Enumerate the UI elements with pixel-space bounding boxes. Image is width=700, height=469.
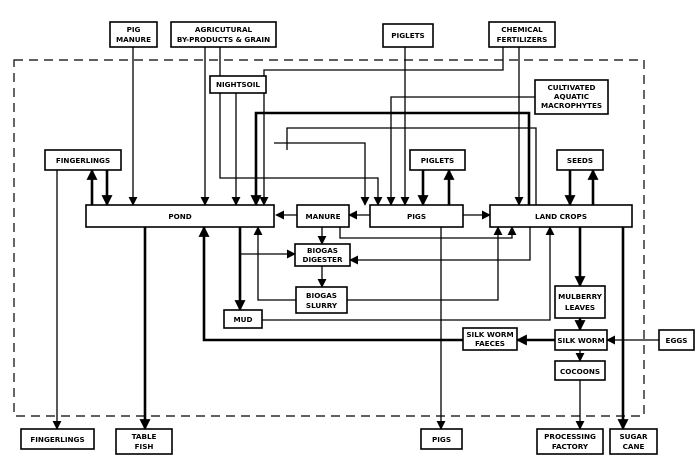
node-eggs: EGGS [658,329,695,351]
flow-landcrops-loop [286,127,537,205]
node-digester-label-1: BIOGAS [307,246,338,255]
node-chemical-fertilizers: CHEMICAL FERTILIZERS [488,21,556,48]
node-piglets-mid: PIGLETS [409,149,466,171]
flow-macrophytes-to-pigs [386,96,535,206]
node-land-crops: LAND CROPS [489,204,633,228]
node-macro-label-1: CULTIVATED [548,83,596,92]
node-pond: POND [85,204,275,228]
node-pigs-output-label: PIGS [432,435,451,444]
node-landcrops-label: LAND CROPS [535,212,587,221]
node-mulberry-leaves: MULBERRY LEAVES [554,285,606,319]
node-silkworm-faeces: SILK WORM FAECES [462,327,518,351]
node-agricultural-byproducts: AGRICUTURAL BY-PRODUCTS & GRAIN [170,21,277,48]
flow-landcrops-to-digester [349,227,531,265]
flow-slurry-to-landcrops [347,226,503,301]
flow-arrows [52,47,659,431]
flow-pond-to-pigs [274,142,370,206]
node-macro-label-3: MACROPHYTES [541,101,602,110]
node-slurry-label-1: BIOGAS [306,291,337,300]
node-sugar-label-2: CANE [623,442,645,451]
node-slurry-label-2: SLURRY [306,301,338,310]
node-processing-factory: PROCESSING FACTORY [536,428,604,455]
node-chem-label-2: FERTILIZERS [497,35,548,44]
node-mud-label: MUD [234,315,253,324]
node-table-fish: TABLE FISH [115,428,173,455]
flow-chem-to-pond [259,47,504,206]
node-mulberry-label-2: LEAVES [565,303,595,312]
node-cocoons-label: COCOONS [560,367,600,376]
node-pigs-output: PIGS [420,428,463,450]
node-manure: MANURE [296,204,350,228]
node-processing-label-2: FACTORY [552,442,589,451]
node-chem-label-1: CHEMICAL [501,25,543,34]
node-silk-worm: SILK WORM [554,329,608,351]
node-fingerlings-output: FINGERLINGS [20,428,95,450]
node-pigs: PIGS [369,204,464,228]
node-mud: MUD [223,309,263,329]
node-pig-manure-label-1: PIG [127,25,141,34]
node-biogas-slurry: BIOGAS SLURRY [295,286,348,314]
node-sugar-cane: SUGAR CANE [609,428,658,455]
node-fingerlings-input-label: FINGERLINGS [56,156,110,165]
node-mulberry-label-1: MULBERRY [558,292,603,301]
node-macro-label-2: AQUATIC [554,92,589,101]
flow-pond-to-digester [239,227,296,259]
node-pond-label: POND [168,212,191,221]
flow-agri-to-pigs [219,47,383,206]
node-table-fish-label-2: FISH [135,442,154,451]
node-pig-manure: PIG MANURE [109,21,158,48]
node-cocoons: COCOONS [554,360,606,381]
node-pigs-label: PIGS [407,212,426,221]
node-piglets-input: PIGLETS [382,23,434,48]
node-silkworm-label: SILK WORM [557,336,604,345]
node-faeces-label-1: SILK WORM [466,330,513,339]
node-digester-label-2: DIGESTER [303,255,343,264]
node-agri-label-1: AGRICUTURAL [195,25,253,34]
flow-mud-to-landcrops [262,226,555,321]
node-sugar-label-1: SUGAR [619,432,647,441]
node-biogas-digester: BIOGAS DIGESTER [294,243,351,267]
node-piglets-input-label: PIGLETS [391,31,424,40]
node-piglets-mid-label: PIGLETS [421,156,454,165]
flow-manure-to-landcrops [339,226,517,239]
system-boundary [13,59,645,417]
node-fingerlings-output-label: FINGERLINGS [30,435,84,444]
node-nightsoil-label: NIGHTSOIL [216,80,260,89]
node-manure-label: MANURE [305,212,340,221]
node-faeces-label-2: FAECES [475,339,505,348]
node-seeds: SEEDS [556,149,604,171]
node-cultivated-macrophytes: CULTIVATED AQUATIC MACROPHYTES [534,79,609,115]
node-processing-label-1: PROCESSING [544,432,596,441]
flow-slurry-to-pond [253,226,296,301]
node-seeds-label: SEEDS [567,156,593,165]
node-agri-label-2: BY-PRODUCTS & GRAIN [177,35,270,44]
flow-faeces-to-pond [198,225,463,342]
node-table-fish-label-1: TABLE [132,432,157,441]
node-eggs-label: EGGS [666,336,688,345]
flow-landcrops-to-pond [250,111,531,207]
node-pig-manure-label-2: MANURE [116,35,151,44]
node-nightsoil: NIGHTSOIL [209,75,267,94]
node-fingerlings-input: FINGERLINGS [44,149,122,171]
